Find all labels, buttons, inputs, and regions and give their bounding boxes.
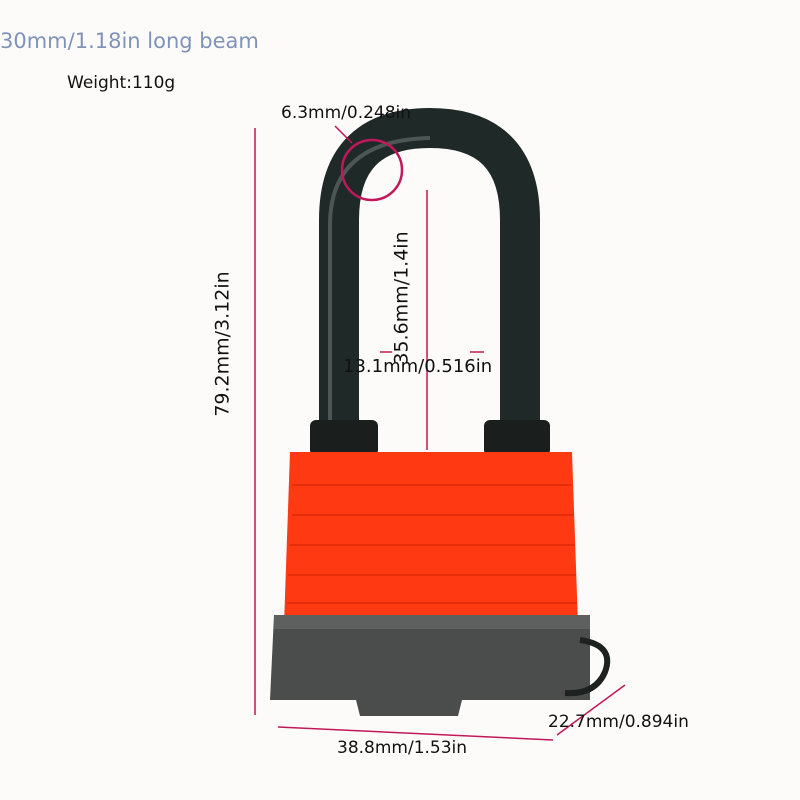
body-width-label: 38.8mm/1.53in xyxy=(337,738,468,758)
weight-label: Weight:110g xyxy=(67,73,176,93)
padlock-shackle xyxy=(319,107,540,450)
shackle-collar-left xyxy=(310,420,378,456)
body-depth-line xyxy=(556,684,626,736)
padlock-base xyxy=(270,615,590,716)
beam-length-title: 30mm/1.18in long beam xyxy=(0,29,259,53)
cable-loop xyxy=(564,637,611,697)
shackle-diameter-marker xyxy=(340,138,404,202)
padlock-body xyxy=(284,452,578,625)
body-depth-label: 22.7mm/0.894in xyxy=(548,712,689,732)
total-height-label: 79.2mm/3.12in xyxy=(211,271,234,417)
shackle-inner-height-label: 35.6mm/1.4in xyxy=(390,231,413,365)
shackle-inner-width-label: 13.1mm/0.516in xyxy=(343,356,493,377)
shackle-diameter-label: 6.3mm/0.248in xyxy=(281,103,412,123)
body-width-line xyxy=(277,726,554,741)
shackle-collar-right xyxy=(484,420,550,456)
